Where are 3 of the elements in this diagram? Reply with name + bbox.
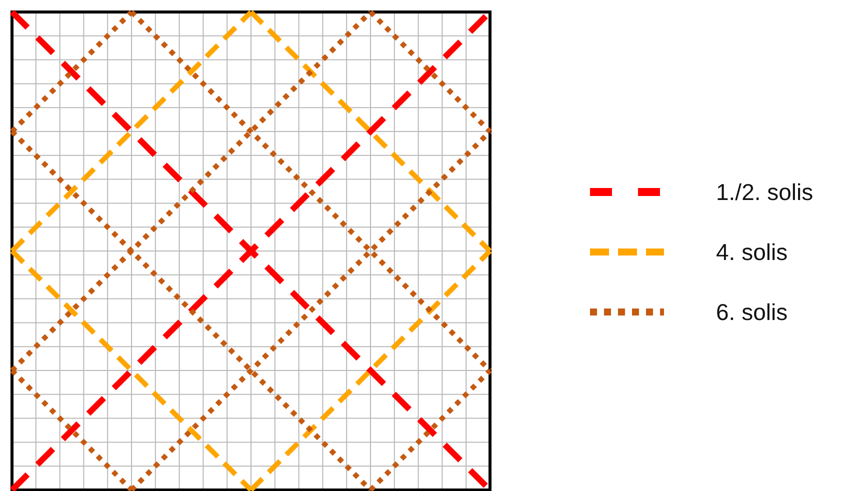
legend-label: 6. solis — [716, 298, 788, 326]
legend-label: 1./2. solis — [716, 178, 814, 206]
legend-label: 4. solis — [716, 238, 788, 266]
